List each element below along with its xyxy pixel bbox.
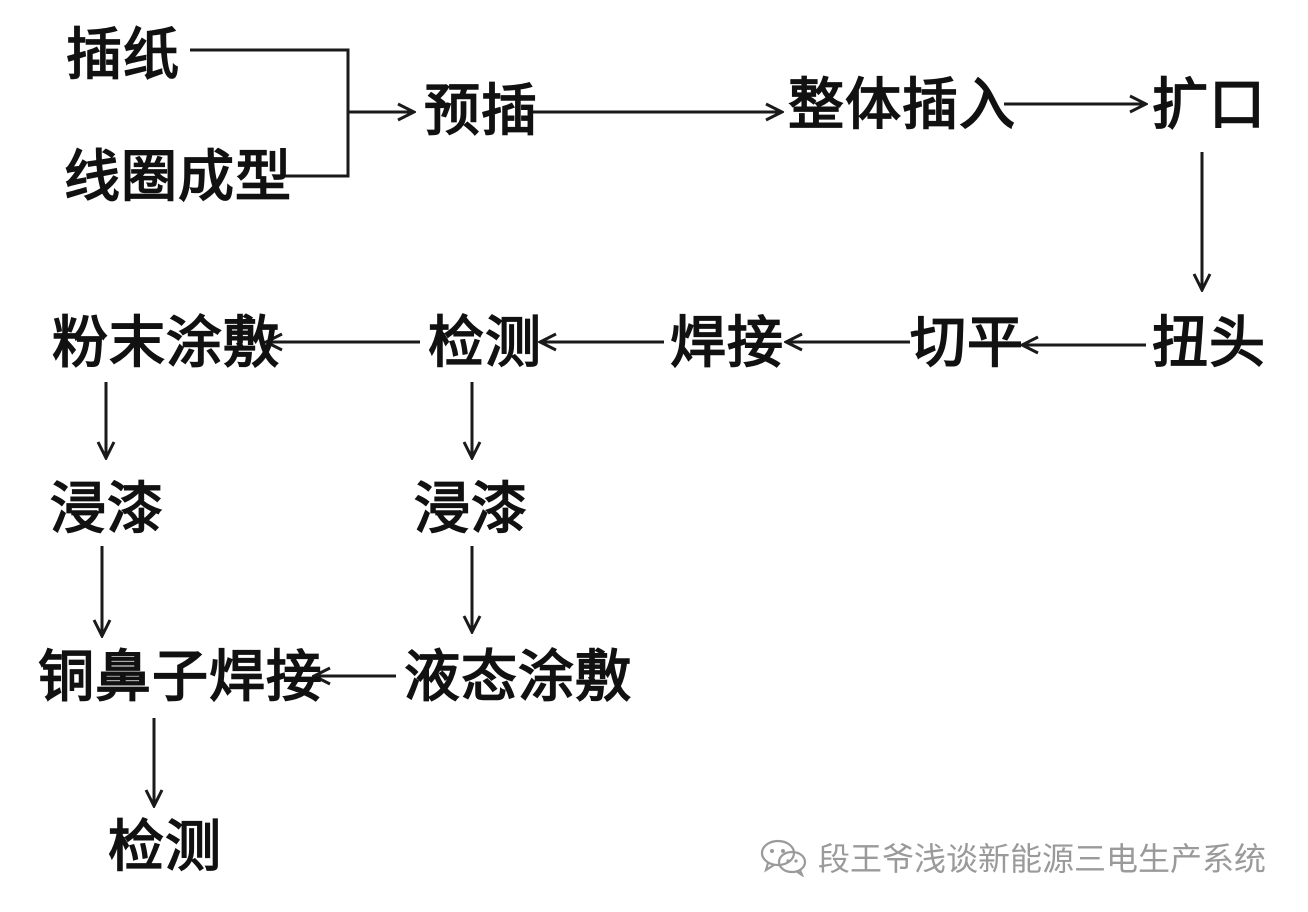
node-powder-coating: 粉末涂敷 xyxy=(52,311,280,376)
watermark-text: 段王爷浅谈新能源三电生产系统 xyxy=(818,840,1267,878)
node-coil-forming: 线圈成型 xyxy=(64,145,292,210)
node-cut-flat: 切平 xyxy=(910,311,1024,376)
node-dip-paint-2: 浸漆 xyxy=(414,477,528,542)
node-copper-nose-welding: 铜鼻子焊接 xyxy=(38,645,323,710)
wechat-icon xyxy=(760,839,807,877)
node-liquid-coating: 液态涂敷 xyxy=(404,645,632,710)
node-inspect-2: 检测 xyxy=(108,815,222,880)
node-insert-paper: 插纸 xyxy=(66,23,180,88)
watermark: 段王爷浅谈新能源三电生产系统 xyxy=(758,832,1266,882)
node-twist-head: 扭头 xyxy=(1152,311,1266,376)
node-expand: 扩口 xyxy=(1152,73,1266,138)
node-dip-paint-1: 浸漆 xyxy=(50,477,164,542)
node-pre-insert: 预插 xyxy=(424,79,538,144)
node-welding: 焊接 xyxy=(670,311,784,376)
node-full-insert: 整体插入 xyxy=(788,73,1016,138)
node-inspect-1: 检测 xyxy=(428,311,542,376)
